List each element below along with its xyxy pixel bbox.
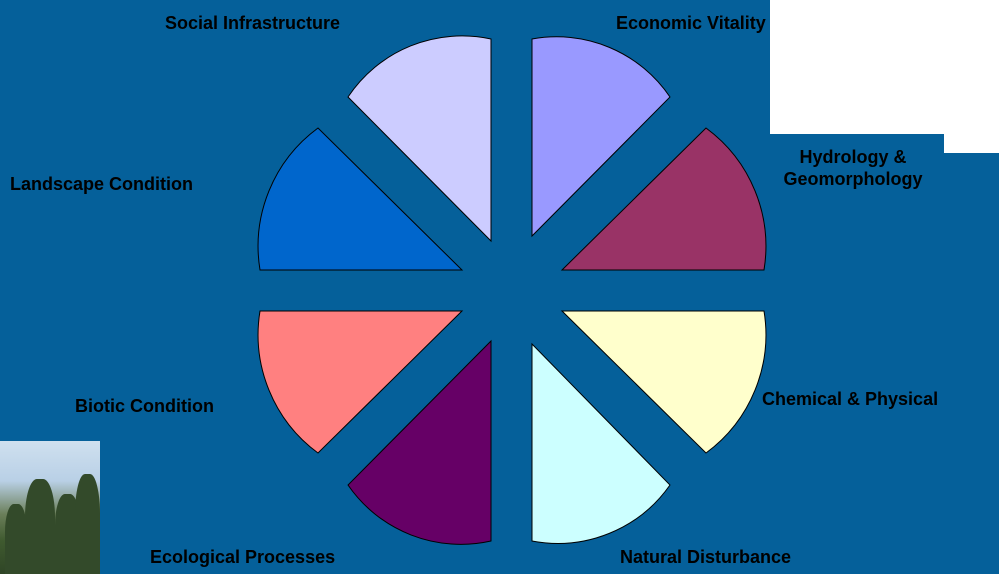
segment-landscape-condition — [257, 127, 464, 271]
label-hydrology-line1: Hydrology & — [799, 147, 907, 167]
label-biotic-condition: Biotic Condition — [75, 396, 214, 416]
segment-biotic-condition — [257, 310, 464, 454]
segment-hydrology — [560, 127, 767, 271]
label-hydrology-line2: Geomorphology — [783, 169, 923, 189]
label-natural-disturbance: Natural Disturbance — [620, 547, 792, 567]
segment-economic-vitality — [531, 36, 671, 238]
segment-natural-disturbance — [531, 342, 671, 544]
segment-social-infrastructure — [347, 35, 492, 243]
label-chemical-physical: Chemical & Physical — [762, 389, 939, 409]
white-panel-edge — [944, 0, 999, 153]
label-ecological-processes: Ecological Processes — [150, 547, 336, 567]
white-panel — [770, 0, 950, 134]
label-hydrology: Hydrology & Geomorphology — [758, 146, 948, 190]
segment-chemical-physical — [560, 310, 767, 454]
forest-photo — [0, 441, 100, 574]
label-social-infrastructure: Social Infrastructure — [165, 13, 341, 33]
label-economic-vitality: Economic Vitality — [616, 13, 766, 33]
segment-ecological-processes — [347, 339, 492, 545]
label-landscape-condition: Landscape Condition — [10, 174, 194, 194]
